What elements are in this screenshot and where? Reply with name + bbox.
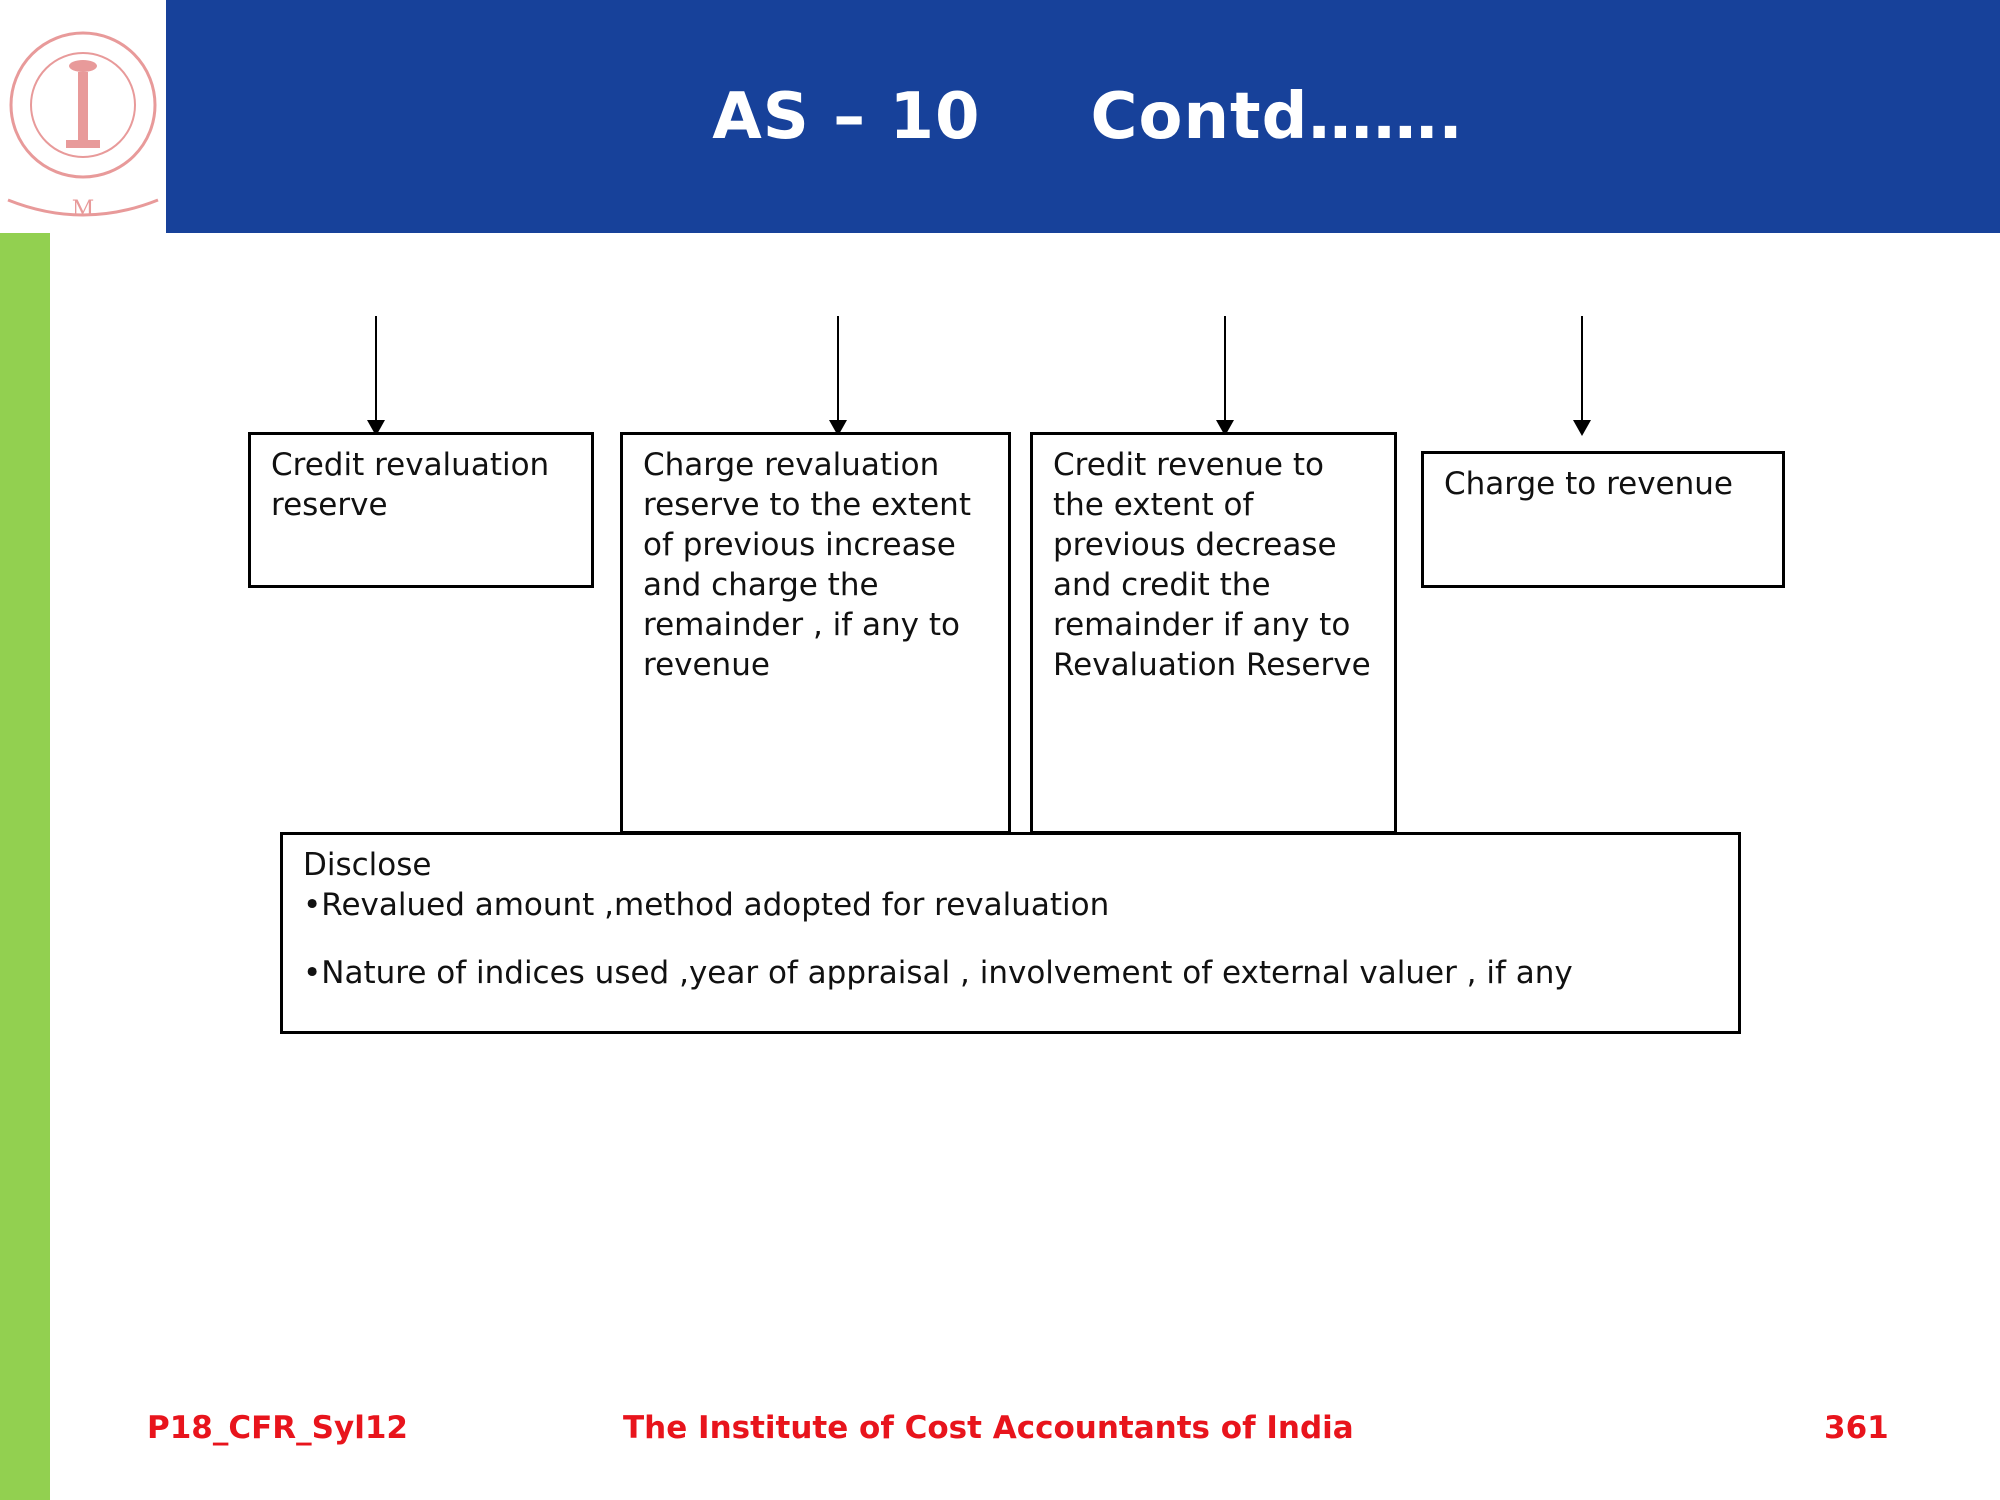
institute-logo: M [0, 0, 166, 233]
title-part-1: AS – 10 [712, 79, 981, 154]
bullet-icon: • [303, 887, 322, 923]
flow-box-text: Charge revaluation reserve to the extent… [643, 447, 971, 683]
disclose-item: •Revalued amount ,method adopted for rev… [303, 885, 1718, 925]
title-part-2: Contd……. [1090, 79, 1464, 154]
side-accent-bar [0, 233, 50, 1500]
arrow-to-box-4 [1573, 316, 1591, 436]
flow-box-credit-revaluation-reserve: Credit revaluation reserve [248, 432, 594, 588]
footer-code: P18_CFR_Syl12 [147, 1410, 408, 1446]
footer-institute: The Institute of Cost Accountants of Ind… [623, 1410, 1354, 1446]
title-banner: AS – 10 Contd……. [166, 0, 2000, 233]
logo-seal-icon: M [7, 31, 159, 222]
disclose-item-text: Revalued amount ,method adopted for reva… [321, 887, 1110, 923]
flow-box-text: Credit revaluation reserve [271, 447, 550, 523]
flow-box-text: Credit revenue to the extent of previous… [1053, 447, 1371, 683]
arrow-to-box-2 [829, 316, 847, 436]
footer-page-number: 361 [1824, 1410, 1889, 1446]
svg-text:M: M [72, 197, 95, 222]
disclose-item: •Nature of indices used ,year of apprais… [303, 953, 1718, 993]
flow-box-charge-revaluation-reserve: Charge revaluation reserve to the extent… [620, 432, 1011, 834]
flow-box-charge-to-revenue: Charge to revenue [1421, 451, 1785, 588]
bullet-icon: • [303, 955, 322, 991]
disclose-box: Disclose •Revalued amount ,method adopte… [280, 832, 1741, 1034]
disclose-item-text: Nature of indices used ,year of appraisa… [321, 955, 1573, 991]
flow-box-credit-revenue: Credit revenue to the extent of previous… [1030, 432, 1397, 834]
arrow-to-box-1 [367, 316, 385, 436]
page-title: AS – 10 Contd……. [166, 0, 2000, 233]
disclose-heading: Disclose [303, 847, 432, 883]
disclose-list: •Revalued amount ,method adopted for rev… [303, 885, 1718, 993]
flow-box-text: Charge to revenue [1444, 466, 1733, 502]
arrow-to-box-3 [1216, 316, 1234, 436]
